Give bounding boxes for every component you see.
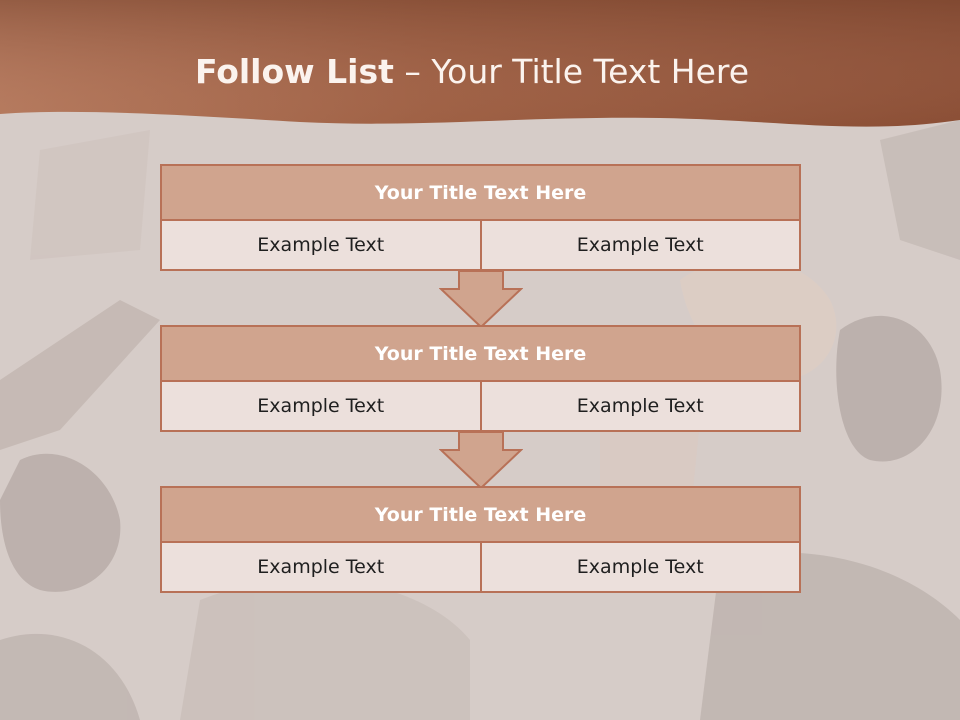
list-block-2: Your Title Text Here Example Text Exampl… (160, 325, 801, 432)
list-block-1: Your Title Text Here Example Text Exampl… (160, 164, 801, 271)
down-arrow-icon (439, 432, 523, 490)
block-title: Your Title Text Here (160, 325, 801, 382)
block-cell-right: Example Text (481, 382, 801, 432)
slide-title-rest: – Your Title Text Here (393, 52, 750, 91)
slide-title-bold: Follow List (194, 52, 394, 91)
block-cell-right: Example Text (481, 543, 801, 593)
list-block-3: Your Title Text Here Example Text Exampl… (160, 486, 801, 593)
block-cell-left: Example Text (160, 543, 482, 593)
block-cell-right: Example Text (481, 221, 801, 271)
block-row: Example Text Example Text (160, 221, 801, 271)
block-row: Example Text Example Text (160, 382, 801, 432)
block-title: Your Title Text Here (160, 164, 801, 221)
block-title: Your Title Text Here (160, 486, 801, 543)
block-cell-left: Example Text (160, 382, 482, 432)
slide-title: Follow List – Your Title Text Here (0, 52, 944, 91)
block-row: Example Text Example Text (160, 543, 801, 593)
block-cell-left: Example Text (160, 221, 482, 271)
down-arrow-icon (439, 271, 523, 329)
